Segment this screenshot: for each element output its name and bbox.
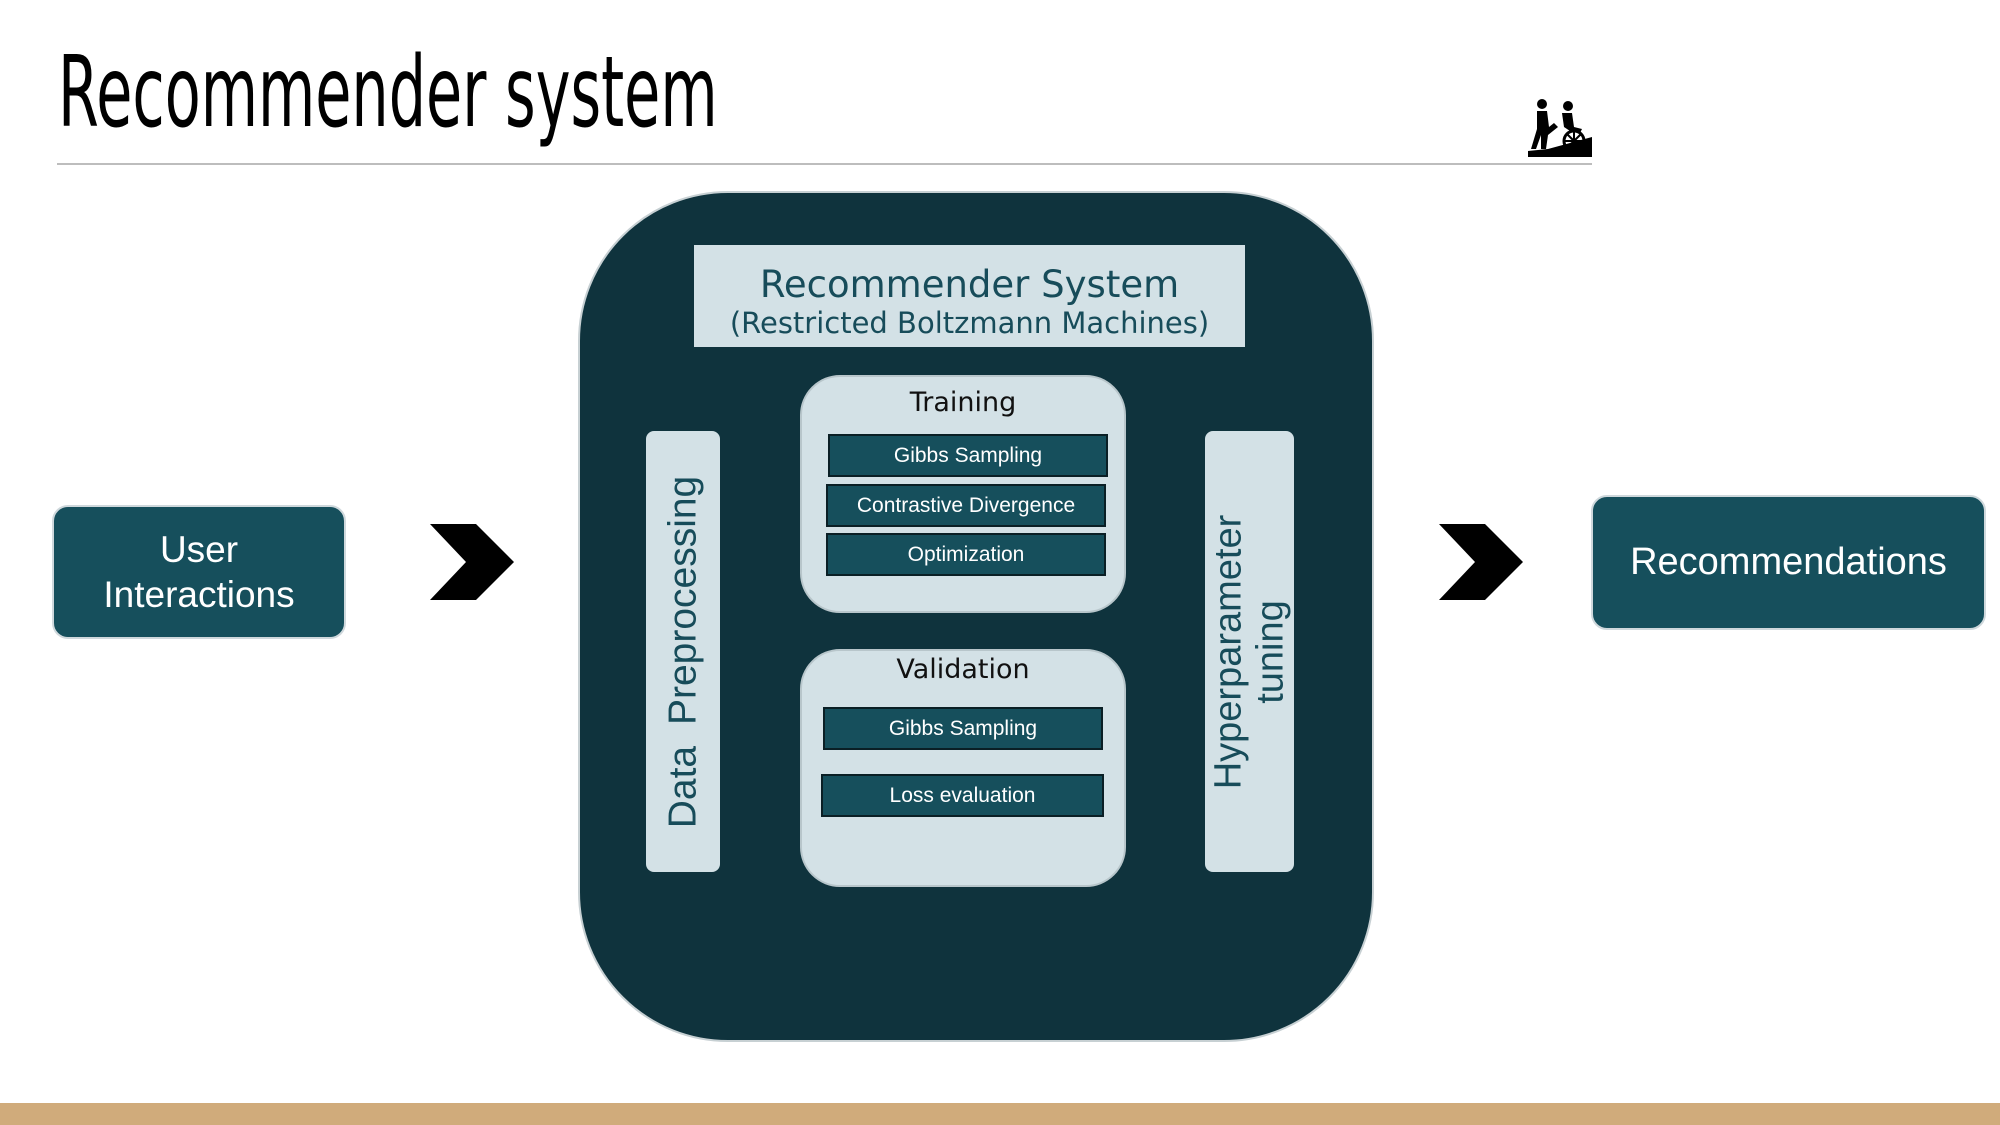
user-interactions-label: User Interactions bbox=[103, 529, 295, 615]
training-step-gibbs-sampling: Gibbs Sampling bbox=[828, 434, 1108, 477]
hyperparameter-tuning-label: Hyperparameter tuning bbox=[1207, 514, 1292, 789]
slide-title: Recommender system bbox=[58, 36, 718, 150]
validation-panel: Validation bbox=[800, 649, 1126, 887]
system-title: Recommender System bbox=[759, 263, 1180, 306]
data-preprocessing-bar: Data Preprocessing bbox=[646, 431, 720, 872]
hyperparameter-tuning-bar: Hyperparameter tuning bbox=[1205, 431, 1294, 872]
chevron-arrow-icon bbox=[1439, 524, 1523, 600]
validation-title: Validation bbox=[896, 654, 1030, 685]
validation-step-loss-evaluation: Loss evaluation bbox=[821, 774, 1104, 817]
helper-wheelchair-icon bbox=[1528, 99, 1592, 157]
footer-band bbox=[0, 1103, 2000, 1125]
training-step-optimization: Optimization bbox=[826, 533, 1106, 576]
title-divider bbox=[57, 163, 1592, 165]
data-preprocessing-label: Data Preprocessing bbox=[661, 475, 705, 828]
training-step-contrastive-divergence: Contrastive Divergence bbox=[826, 484, 1106, 527]
system-header: Recommender System (Restricted Boltzmann… bbox=[694, 245, 1245, 347]
chevron-arrow-icon bbox=[430, 524, 514, 600]
validation-step-gibbs-sampling: Gibbs Sampling bbox=[823, 707, 1103, 750]
training-title: Training bbox=[909, 387, 1017, 418]
user-interactions-box: User Interactions bbox=[52, 505, 346, 639]
system-subtitle: (Restricted Boltzmann Machines) bbox=[729, 306, 1210, 340]
recommendations-box: Recommendations bbox=[1591, 495, 1986, 630]
recommendations-label: Recommendations bbox=[1630, 541, 1947, 583]
